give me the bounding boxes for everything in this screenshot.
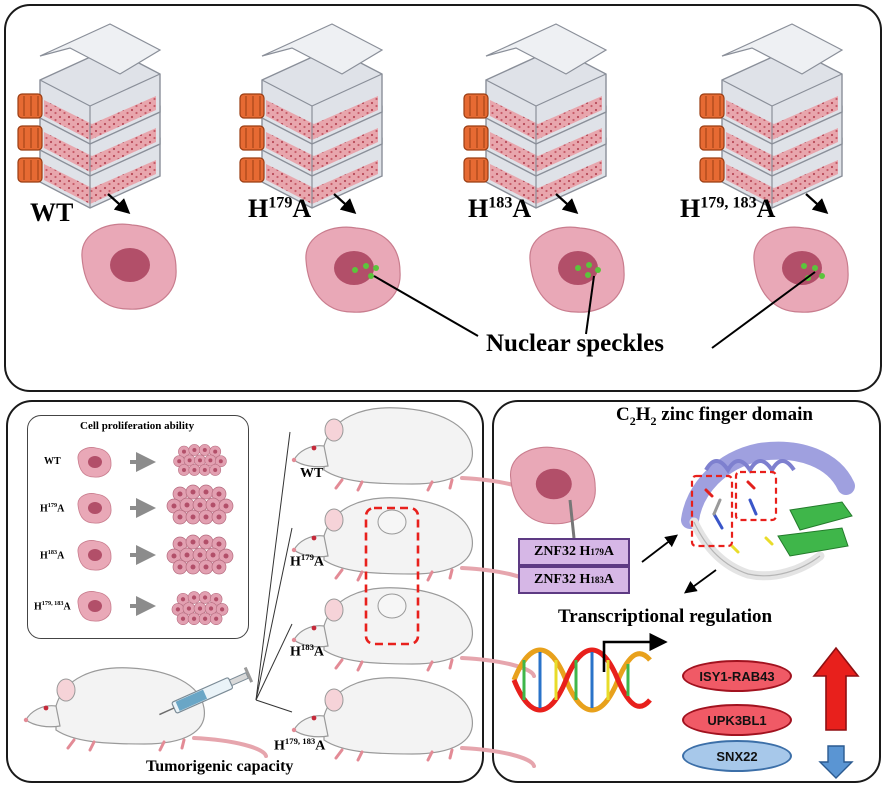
dna-helix (511, 647, 652, 713)
speckle-pointers (373, 271, 816, 349)
promoter-arrow (602, 632, 668, 672)
syringe (159, 666, 254, 716)
cell-wt (81, 223, 177, 310)
cell-connector (568, 499, 576, 539)
mouse-h183a (289, 585, 536, 678)
prolif-label-h179-183a: H179, 183A (34, 600, 71, 613)
mouse-h179a (289, 495, 536, 588)
prolif-label-wt: WT (44, 456, 61, 467)
label-h179-183a: H179, 183A (680, 194, 776, 223)
mouse-label-wt: WT (300, 466, 324, 481)
zinc-finger-structure (681, 441, 855, 581)
cell-h183a (529, 226, 625, 313)
gene-upk3bl1: UPK3BL1 (682, 704, 792, 736)
down-arrow-icon (818, 745, 854, 779)
mouse-label-h179a: H179A (290, 552, 325, 570)
flask-stack-h179-183a (700, 24, 842, 208)
gene-isy1-rab43: ISY1-RAB43 (682, 660, 792, 692)
prolif-label-h183a: H183A (40, 549, 65, 562)
nuclear-speckles-label: Nuclear speckles (486, 330, 664, 357)
gene-snx22: SNX22 (682, 740, 792, 772)
label-h179a: H179A (248, 194, 312, 223)
tumorigenic-caption: Tumorigenic capacity (146, 758, 294, 775)
tumor (377, 593, 407, 619)
arrow-h179-183a (805, 193, 829, 215)
label-wt: WT (30, 198, 74, 227)
flask-stack-h179a (240, 24, 382, 208)
fan-lines (255, 431, 293, 713)
prolif-rows (77, 443, 234, 626)
cell-h179a (305, 226, 401, 313)
cell-znf32 (509, 446, 596, 525)
prolif-label-h179a: H179A (40, 502, 65, 515)
flask-stack-wt (18, 24, 160, 208)
up-arrow-icon (812, 646, 860, 731)
arrow-wt (107, 193, 131, 215)
arrow-to-structure (641, 534, 679, 563)
arrow-h183a (555, 193, 579, 215)
regulation-label: Transcriptional regulation (558, 606, 773, 627)
arrow-h179a (333, 193, 357, 215)
flask-stack-h183a (464, 24, 606, 208)
label-h183a: H183A (468, 194, 532, 223)
tumor (377, 509, 407, 535)
tumor-highlight-box (364, 506, 420, 646)
zinc-finger-title: C2H2 zinc finger domain (616, 404, 813, 428)
mouse-h179-183a (289, 675, 536, 768)
mouse-wt (289, 405, 536, 498)
prolif-title: Cell proliferation ability (80, 420, 195, 432)
cell-h179-183a (753, 226, 849, 313)
mouse-label-h183a: H183A (290, 642, 325, 660)
arrow-to-regulation (683, 569, 717, 594)
mouse-label-h179-183a: H179, 183A (274, 736, 326, 754)
